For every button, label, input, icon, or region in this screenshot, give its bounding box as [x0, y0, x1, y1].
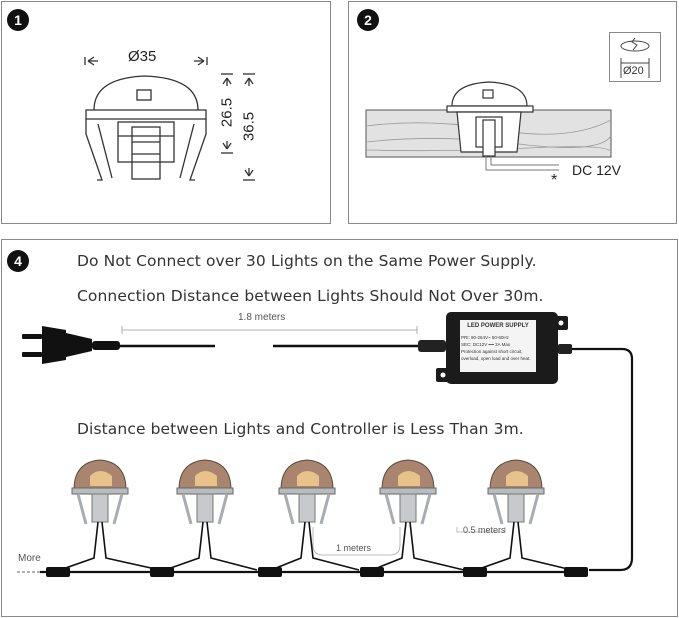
- note-controller-distance: Distance between Lights and Controller i…: [77, 420, 524, 438]
- wiring-diagram: [17, 312, 634, 577]
- step-badge-4: 4: [7, 250, 29, 272]
- height-outer-label: 36.5: [240, 111, 258, 142]
- cable-length-label: 1.8 meters: [238, 312, 286, 323]
- panel-installation: 2 Ø20: [348, 1, 677, 224]
- deck-lights: [59, 459, 573, 572]
- step-badge-1: 1: [7, 9, 29, 31]
- power-supply-spec-3: overload, open load and over heat.: [461, 356, 531, 361]
- hole-size-inset: [609, 32, 661, 82]
- note-max-lights: Do Not Connect over 30 Lights on the Sam…: [77, 252, 537, 270]
- diameter-label: Ø35: [128, 48, 157, 65]
- power-supply-label: LED POWER SUPPLY PRI: 90-264V~ 50-60Hz S…: [461, 323, 535, 362]
- power-supply-spec-2: Protection against short circuit,: [461, 349, 523, 354]
- voltage-label: DC 12V: [572, 162, 622, 178]
- drill-hole-icon: [620, 37, 650, 78]
- power-supply-spec-1: SEC: DC12V ━━ 2A Max: [461, 342, 511, 347]
- power-supply-spec-0: PRI: 90-264V~ 50-60Hz: [461, 335, 509, 340]
- panel-dimensions: 1: [1, 1, 331, 224]
- tail-length-label: 0.5 meters: [463, 525, 506, 535]
- step-badge-2: 2: [357, 9, 379, 31]
- light-spacing-label: 1 meters: [336, 543, 372, 553]
- plug: [22, 326, 120, 364]
- panel-wiring: 4 Do Not Connect over 30 Lights on the S…: [1, 239, 678, 617]
- note-max-distance: Connection Distance between Lights Shoul…: [77, 287, 544, 305]
- polarity-asterisk: *: [551, 172, 558, 189]
- height-inner-label: 26.5: [218, 97, 236, 128]
- mounted-light-drawing: [365, 81, 612, 171]
- light-dimension-drawing: [84, 56, 255, 181]
- more-label: More: [18, 553, 41, 564]
- hole-diameter-label: Ø20: [623, 65, 644, 77]
- power-supply-title: LED POWER SUPPLY: [467, 323, 529, 329]
